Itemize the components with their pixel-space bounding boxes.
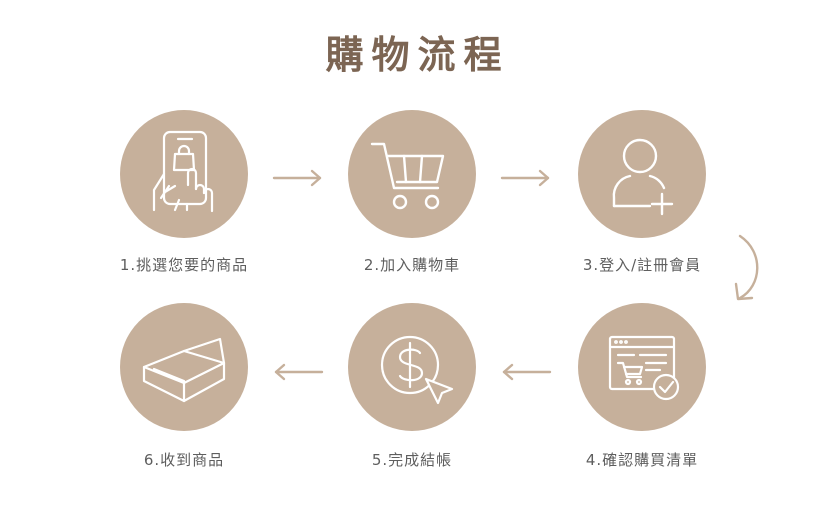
left-arrow-icon bbox=[274, 363, 324, 381]
curved-down-arrow-icon bbox=[734, 234, 759, 301]
shopping-cart-icon bbox=[370, 142, 445, 210]
dollar-cursor-icon bbox=[380, 335, 454, 405]
step-4-label: 4.確認購買清單 bbox=[585, 451, 699, 469]
phone-shopping-bag-icon bbox=[152, 130, 214, 213]
step-4-circle bbox=[578, 303, 706, 431]
step-2-circle bbox=[348, 110, 476, 238]
right-arrow-icon bbox=[500, 169, 550, 187]
user-add-icon bbox=[612, 138, 674, 216]
step-3-circle bbox=[578, 110, 706, 238]
step-1-label: 1.挑選您要的商品 bbox=[119, 256, 249, 274]
package-box-icon bbox=[142, 337, 226, 403]
step-5-label: 5.完成結帳 bbox=[371, 451, 453, 469]
step-5-circle bbox=[348, 303, 476, 431]
step-6-circle bbox=[120, 303, 248, 431]
browser-cart-check-icon bbox=[608, 335, 680, 401]
step-1-circle bbox=[120, 110, 248, 238]
step-6-label: 6.收到商品 bbox=[143, 451, 225, 469]
page-title: 購物流程 bbox=[325, 33, 510, 77]
step-2-label: 2.加入購物車 bbox=[363, 256, 461, 274]
left-arrow-icon bbox=[502, 363, 552, 381]
step-3-label: 3.登入/註冊會員 bbox=[582, 256, 702, 274]
right-arrow-icon bbox=[272, 169, 322, 187]
